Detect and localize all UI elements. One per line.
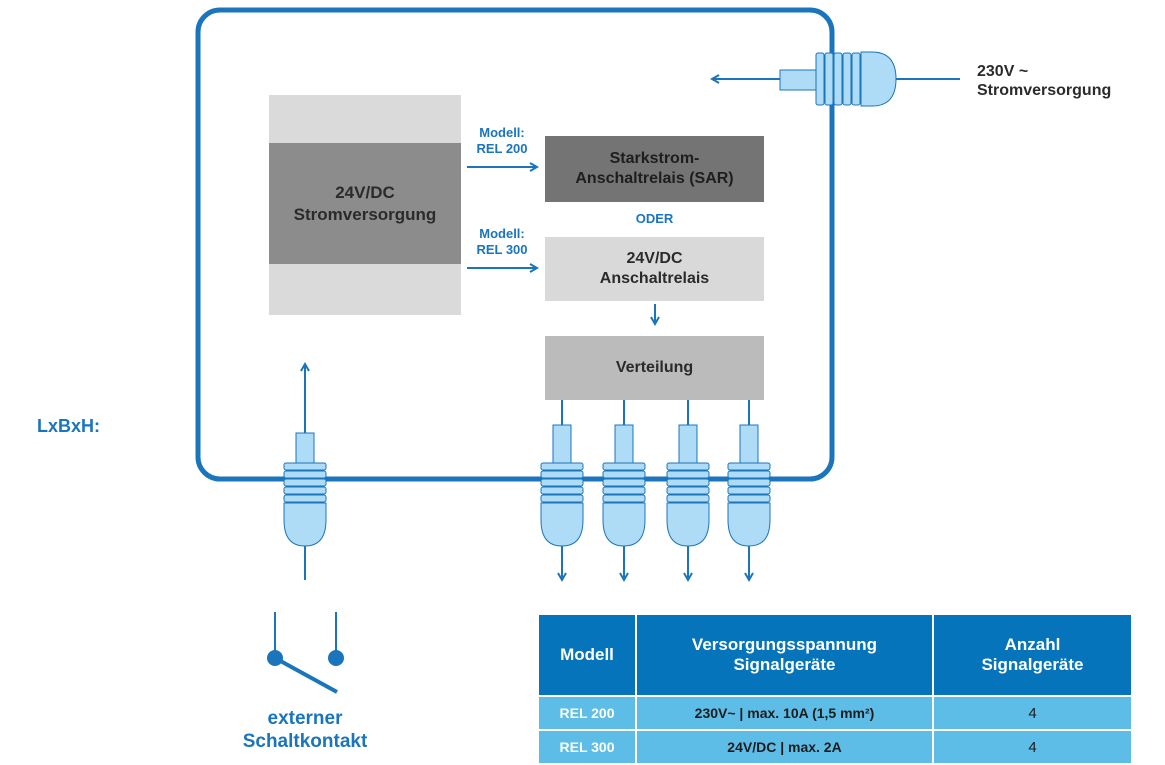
psu-middle-segment bbox=[269, 143, 461, 264]
output-gland bbox=[727, 424, 771, 547]
model-rel300-line2: REL 300 bbox=[476, 241, 528, 257]
dc-relay-block: 24V/DC Anschaltrelais bbox=[545, 237, 764, 301]
row-supply: 230V~ | max. 10A (1,5 mm²) bbox=[635, 695, 934, 731]
header-count-line1: Anzahl bbox=[1004, 635, 1061, 655]
row-model: REL 200 bbox=[537, 695, 637, 731]
row-count: 4 bbox=[932, 729, 1133, 765]
table-header-row: Modell Versorgungsspannung Signalgeräte … bbox=[537, 613, 1133, 697]
switch-symbol bbox=[267, 612, 344, 694]
psu-block: 24V/DC Stromversorgung bbox=[269, 143, 461, 264]
header-supply: Versorgungsspannung Signalgeräte bbox=[635, 613, 934, 697]
enclosure-outline bbox=[195, 7, 835, 482]
psu-line2: Stromversorgung bbox=[293, 204, 437, 224]
power-input-label: 230V ~ Stromversorgung bbox=[977, 62, 1111, 100]
output-gland bbox=[602, 424, 646, 547]
table-row: REL 200 230V~ | max. 10A (1,5 mm²) 4 bbox=[537, 695, 1133, 731]
sar-relay-line1: Starkstrom- bbox=[609, 150, 700, 167]
header-count: Anzahl Signalgeräte bbox=[932, 613, 1133, 697]
sar-relay-block: Starkstrom- Anschaltrelais (SAR) bbox=[545, 136, 764, 202]
psu-bottom-segment bbox=[269, 264, 461, 315]
output-gland bbox=[666, 424, 710, 547]
model-rel300-label: Modell: REL 300 bbox=[463, 226, 541, 257]
header-supply-line2: Signalgeräte bbox=[733, 655, 836, 674]
table-row: REL 300 24V/DC | max. 2A 4 bbox=[537, 729, 1133, 765]
model-rel200-line2: REL 200 bbox=[476, 140, 528, 156]
header-supply-line1: Versorgungsspannung bbox=[691, 635, 878, 655]
row-count: 4 bbox=[932, 695, 1133, 731]
dc-relay-line1: 24V/DC bbox=[626, 250, 683, 267]
model-rel200-label: Modell: REL 200 bbox=[463, 125, 541, 156]
distribution-label: Verteilung bbox=[615, 359, 694, 376]
switch-input-gland bbox=[283, 432, 327, 547]
switch-label: externer Schaltkontakt bbox=[205, 708, 405, 754]
switch-label-line1: externer bbox=[267, 708, 343, 729]
model-rel200-line1: Modell: bbox=[479, 125, 525, 140]
model-spec-table: Modell Versorgungsspannung Signalgeräte … bbox=[537, 613, 1133, 765]
row-supply: 24V/DC | max. 2A bbox=[635, 729, 934, 765]
model-rel300-line1: Modell: bbox=[479, 226, 525, 241]
psu-top-segment bbox=[269, 95, 461, 143]
oder-label: ODER bbox=[635, 211, 674, 226]
output-gland bbox=[540, 424, 584, 547]
header-model: Modell bbox=[537, 613, 637, 697]
dc-relay-line2: Anschaltrelais bbox=[599, 270, 710, 287]
power-input-gland bbox=[779, 51, 897, 107]
header-count-line2: Signalgeräte bbox=[981, 655, 1084, 674]
row-model: REL 300 bbox=[537, 729, 637, 765]
switch-label-line2: Schaltkontakt bbox=[242, 730, 368, 752]
dimensions-label: LxBxH: bbox=[37, 416, 101, 436]
distribution-block: Verteilung bbox=[545, 336, 764, 400]
psu-line1: 24V/DC bbox=[335, 183, 395, 203]
power-input-line1: 230V ~ bbox=[977, 63, 1029, 80]
power-input-line2: Stromversorgung bbox=[977, 82, 1112, 100]
sar-relay-line2: Anschaltrelais (SAR) bbox=[575, 170, 734, 187]
